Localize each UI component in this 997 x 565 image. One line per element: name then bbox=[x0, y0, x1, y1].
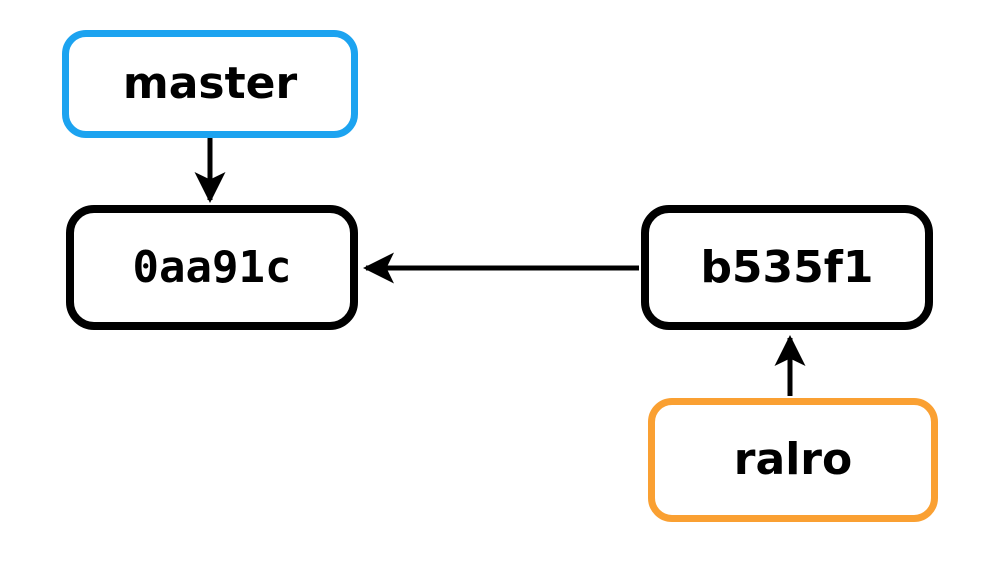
node-commit-b535f1[interactable]: b535f1 bbox=[641, 205, 933, 330]
node-commit-0aa91c[interactable]: 0aa91c bbox=[66, 205, 358, 330]
node-ralro[interactable]: ralro bbox=[648, 398, 938, 522]
node-ralro-label: ralro bbox=[733, 434, 853, 485]
node-commit-b535f1-label: b535f1 bbox=[700, 241, 874, 293]
node-master[interactable]: master bbox=[62, 30, 358, 138]
node-commit-0aa91c-label: 0aa91c bbox=[132, 241, 292, 293]
node-master-label: master bbox=[122, 58, 298, 109]
